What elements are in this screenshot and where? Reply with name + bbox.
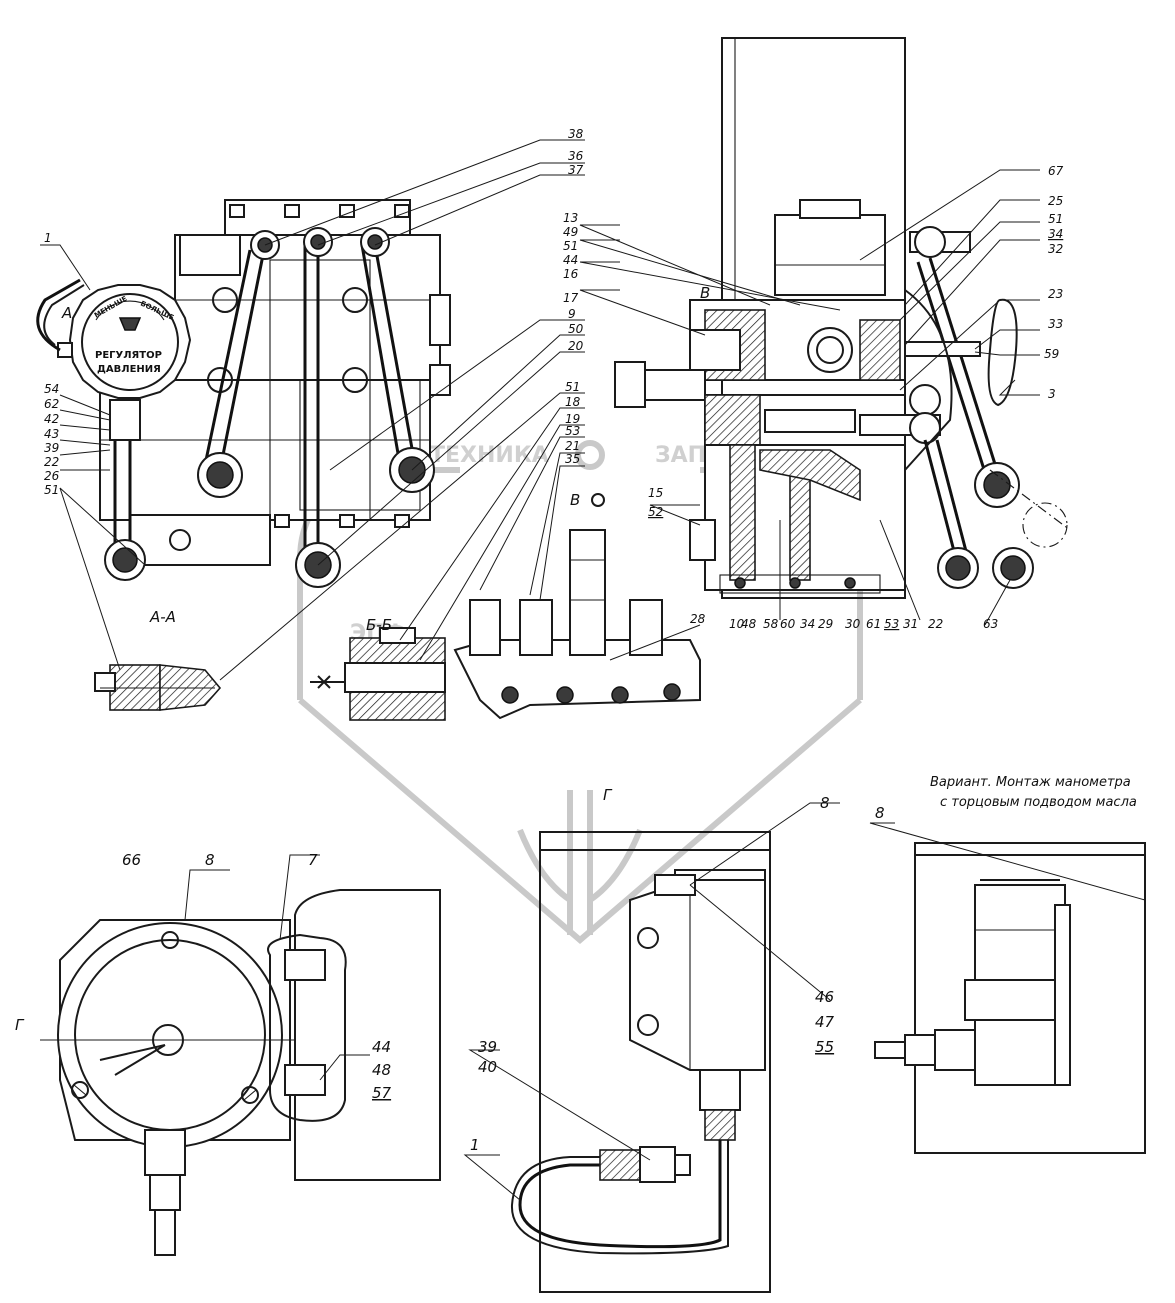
label-22a: 22 (44, 455, 59, 469)
label-59: 59 (1044, 347, 1059, 361)
label-48: 48 (372, 1061, 391, 1079)
label-33: 33 (1048, 317, 1063, 331)
label-32: 32 (1048, 242, 1063, 256)
gauge-front-view: Г (15, 889, 441, 1256)
label-47: 47 (815, 1013, 835, 1031)
label-55: 55 (815, 1038, 834, 1056)
label-17: 17 (563, 291, 579, 305)
label-8b: 8 (820, 794, 830, 812)
label-66: 66 (122, 851, 141, 869)
label-b30: 30 (845, 617, 861, 631)
label-28: 28 (690, 612, 706, 626)
label-51d: 51 (1048, 212, 1063, 226)
label-23: 23 (1048, 287, 1063, 301)
watermark-left: ТЕХНИКА (430, 443, 549, 468)
label-36: 36 (568, 149, 584, 163)
section-bb: Б-Б (310, 616, 446, 721)
view-g-left-label: Г (15, 1016, 25, 1034)
label-34a: 34 (1048, 227, 1063, 241)
regulator-assembly: МЕНЬШЕ БОЛЬШЕ РЕГУЛЯТОР ДАВЛЕНИЯ А-А А (36, 199, 451, 711)
b-mark-label: В (700, 284, 710, 302)
label-3: 3 (1048, 387, 1056, 401)
label-25: 25 (1048, 194, 1063, 208)
label-53: 53 (565, 424, 580, 438)
callout-labels: 1 38 36 37 9 50 20 51 18 19 53 21 35 15 … (44, 127, 1064, 1154)
label-62: 62 (44, 397, 59, 411)
view-g-label: Г (603, 786, 613, 804)
view-bb-label: Б-Б (366, 616, 392, 634)
label-52: 52 (648, 505, 663, 519)
label-7: 7 (308, 851, 318, 869)
label-26: 26 (44, 469, 60, 483)
a-mark-label: А (61, 304, 72, 322)
label-21: 21 (565, 439, 580, 453)
label-9: 9 (568, 307, 576, 321)
view-v-fittings: В (453, 491, 701, 720)
label-37: 37 (568, 163, 584, 177)
label-b22: 22 (928, 617, 943, 631)
label-b63: 63 (983, 617, 998, 631)
label-50: 50 (568, 322, 584, 336)
variant-section: Вариант. Монтаж манометра с торцовым под… (874, 775, 1146, 1154)
view-g-section: Г (510, 786, 771, 1293)
label-44b: 44 (372, 1038, 391, 1056)
label-20: 20 (568, 339, 584, 353)
gauge-title-line2: ДАВЛЕНИЯ (97, 364, 161, 375)
label-b61: 61 (866, 617, 881, 631)
view-v-label: В (570, 491, 580, 509)
label-8c: 8 (875, 804, 885, 822)
label-42: 42 (44, 412, 59, 426)
label-15: 15 (648, 486, 663, 500)
label-49: 49 (563, 225, 578, 239)
label-1b: 1 (470, 1136, 480, 1154)
label-13: 13 (563, 211, 578, 225)
label-38: 38 (568, 127, 584, 141)
variant-note-line2: с торцовым подводом масла (940, 795, 1137, 810)
tank-assembly: В (614, 37, 1071, 599)
label-18: 18 (565, 395, 581, 409)
label-b58: 58 (763, 617, 779, 631)
label-46: 46 (815, 988, 834, 1006)
label-44a: 44 (563, 253, 578, 267)
label-b31: 31 (903, 617, 918, 631)
label-19: 19 (565, 412, 580, 426)
label-1: 1 (44, 231, 52, 245)
label-16: 16 (563, 267, 579, 281)
label-b34: 34 (800, 617, 815, 631)
label-43: 43 (44, 427, 59, 441)
label-39b: 39 (478, 1038, 497, 1056)
label-40: 40 (478, 1058, 497, 1076)
label-b60: 60 (780, 617, 796, 631)
view-aa-label: А-А (149, 608, 176, 626)
label-b48: 48 (741, 617, 757, 631)
gauge-title-line1: РЕГУЛЯТОР (95, 350, 162, 361)
label-b53: 53 (884, 617, 899, 631)
label-b10: 10 (729, 617, 745, 631)
label-67: 67 (1048, 164, 1064, 178)
label-8a: 8 (205, 851, 215, 869)
label-51a: 51 (565, 380, 580, 394)
label-b29: 29 (818, 617, 833, 631)
label-54: 54 (44, 382, 59, 396)
label-57: 57 (372, 1084, 392, 1102)
variant-note-line1: Вариант. Монтаж манометра (930, 775, 1131, 790)
leader-lines (40, 139, 1146, 1201)
label-39: 39 (44, 441, 59, 455)
label-51c: 51 (563, 239, 578, 253)
label-35: 35 (565, 452, 580, 466)
label-51b: 51 (44, 483, 59, 497)
